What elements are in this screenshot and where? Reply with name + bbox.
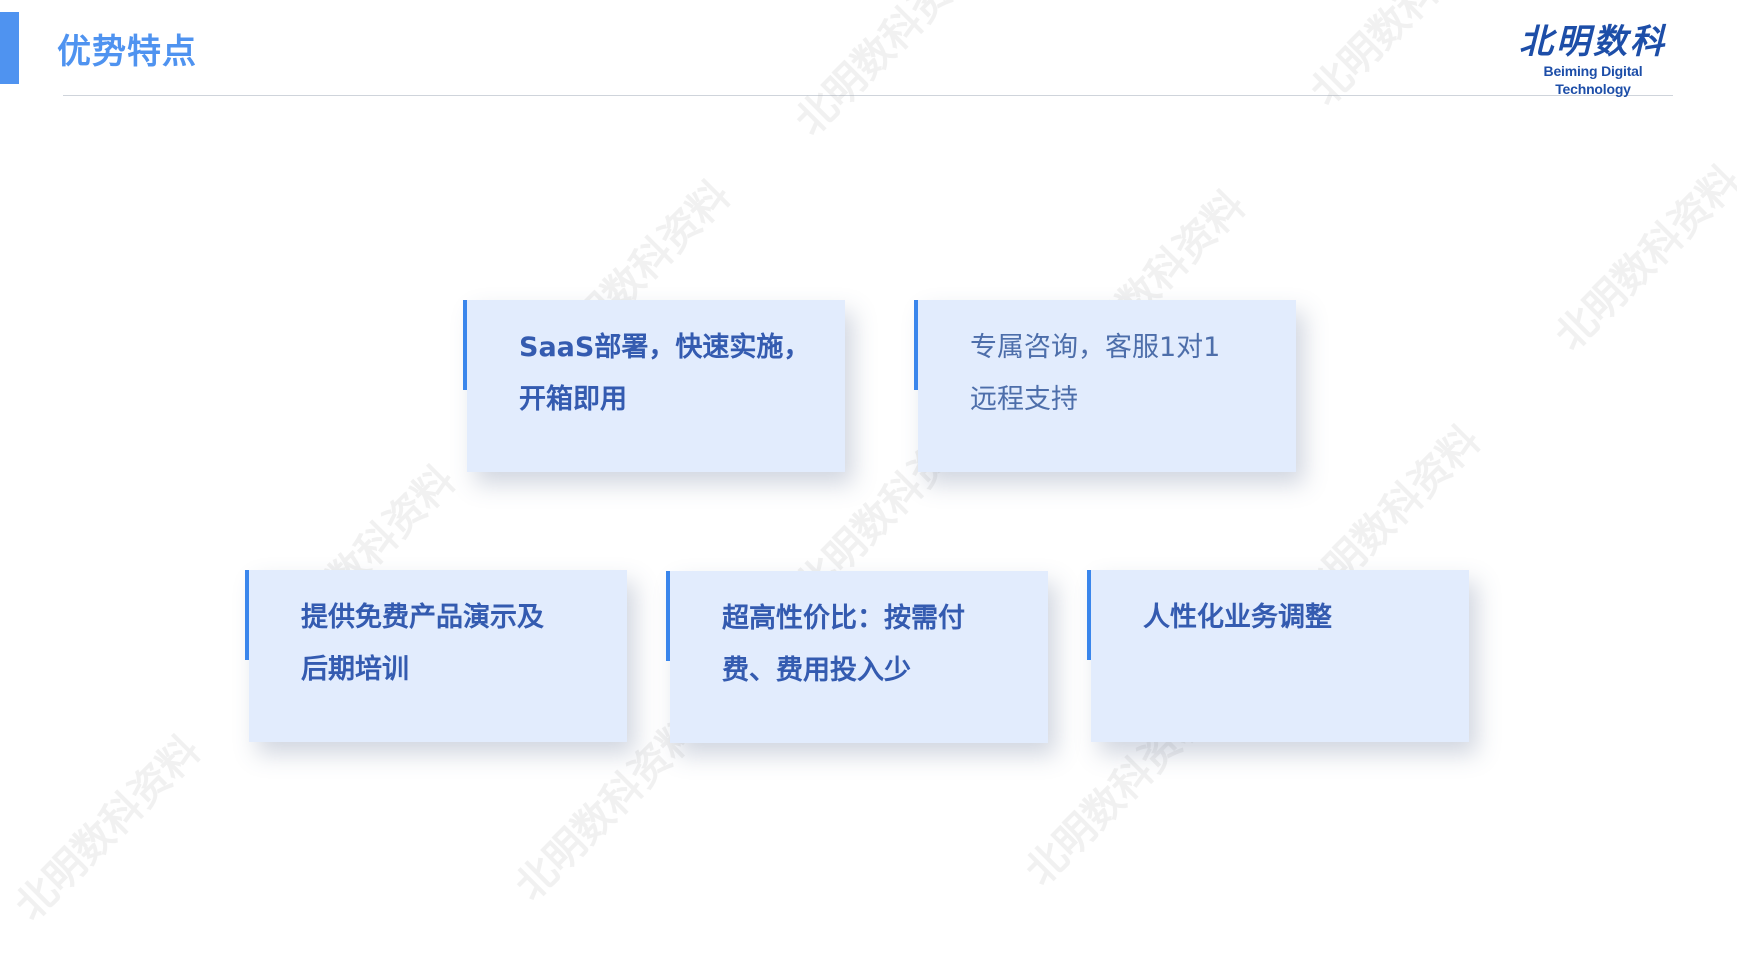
feature-card-saas: SaaS部署，快速实施， 开箱即用 <box>463 300 845 472</box>
card-accent-bar <box>666 571 670 661</box>
card-line: 后期培训 <box>301 654 409 685</box>
card-accent-bar <box>245 570 249 660</box>
watermark: 北明数科资料 <box>1547 157 1737 360</box>
card-text: 超高性价比：按需付 费、费用投入少 <box>722 593 1028 697</box>
card-accent-bar <box>1087 570 1091 660</box>
watermark: 北明数科资料 <box>1302 0 1505 115</box>
watermark: 北明数科资料 <box>7 727 210 930</box>
feature-card-business-adjustment: 人性化业务调整 <box>1087 570 1469 742</box>
card-text: 人性化业务调整 <box>1143 592 1449 644</box>
card-line: 超高性价比：按需付 <box>722 603 965 634</box>
title-accent-bar <box>0 12 19 84</box>
logo-chinese-text: 北明数科 <box>1519 22 1667 62</box>
card-text: 提供免费产品演示及 后期培训 <box>301 592 607 696</box>
card-text: 专属咨询，客服1对1 远程支持 <box>970 322 1276 426</box>
card-line: 费、费用投入少 <box>722 655 911 686</box>
company-logo: 北明数科 Beiming Digital Technology <box>1512 22 1674 97</box>
card-line: 人性化业务调整 <box>1143 602 1332 633</box>
card-text: SaaS部署，快速实施， 开箱即用 <box>519 322 825 426</box>
watermark: 北明数科资料 <box>787 0 990 145</box>
feature-card-consulting: 专属咨询，客服1对1 远程支持 <box>914 300 1296 472</box>
feature-card-cost: 超高性价比：按需付 费、费用投入少 <box>666 571 1048 743</box>
card-line: SaaS部署，快速实施， <box>519 332 811 363</box>
feature-card-demo-training: 提供免费产品演示及 后期培训 <box>245 570 627 742</box>
card-line: 远程支持 <box>970 384 1078 415</box>
card-line: 提供免费产品演示及 <box>301 602 544 633</box>
header-divider <box>63 95 1673 96</box>
card-accent-bar <box>463 300 467 390</box>
logo-english-text: Beiming Digital Technology <box>1543 63 1643 97</box>
page-title: 优势特点 <box>57 32 197 72</box>
card-line: 开箱即用 <box>519 384 627 415</box>
card-accent-bar <box>914 300 918 390</box>
card-line: 专属咨询，客服1对1 <box>970 332 1221 363</box>
